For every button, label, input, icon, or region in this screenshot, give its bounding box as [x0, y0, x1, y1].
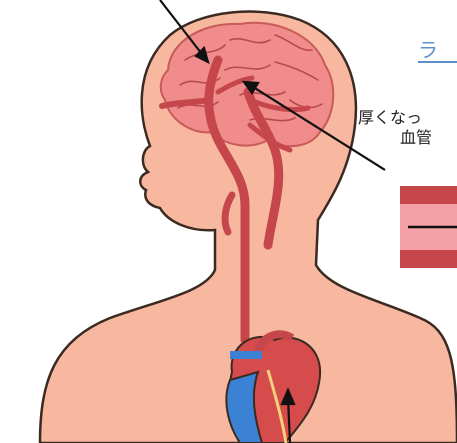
section-title: ラ: [418, 34, 439, 63]
vessel-note-line-2: 血管: [400, 124, 432, 148]
title-underline: [418, 61, 457, 63]
artery-cross-section-icon: [400, 186, 457, 268]
